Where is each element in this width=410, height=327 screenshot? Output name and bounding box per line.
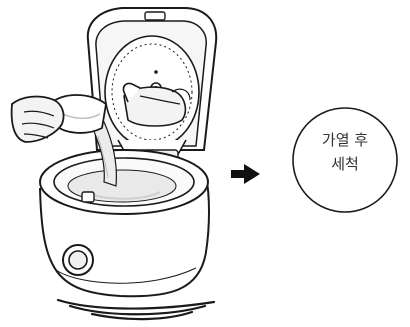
instruction-text: 가열 후 세척: [289, 128, 401, 176]
floor-shadow: [58, 300, 214, 319]
rim-clip: [82, 192, 94, 202]
rice-cooker-body: [40, 150, 209, 296]
instruction-line-2: 세척: [289, 152, 401, 176]
left-hand-with-cup: [12, 95, 106, 142]
instruction-line-1: 가열 후: [289, 128, 401, 152]
lid-latch: [145, 12, 165, 20]
arrow-right-icon: [231, 164, 260, 184]
